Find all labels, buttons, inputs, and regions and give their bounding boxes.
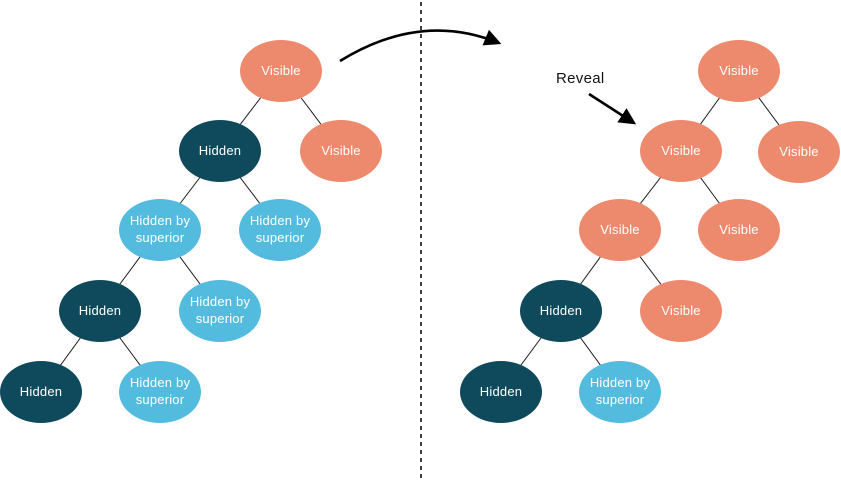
node-label: Hidden	[539, 302, 583, 318]
left-node-8: Hidden by superior	[119, 361, 201, 423]
left-node-6: Hidden by superior	[179, 280, 261, 342]
node-label: Visible	[719, 221, 759, 237]
node-label: Hidden	[19, 383, 63, 399]
left-node-3: Hidden by superior	[119, 199, 201, 261]
node-label: Hidden by superior	[189, 294, 251, 326]
left-node-7: Hidden	[0, 361, 82, 423]
transform-arrow	[339, 29, 502, 63]
right-node-2: Visible	[758, 121, 840, 183]
left-node-4: Hidden by superior	[239, 199, 321, 261]
right-node-6: Visible	[640, 280, 722, 342]
node-label: Visible	[261, 62, 301, 78]
right-node-7: Hidden	[460, 361, 542, 423]
left-node-5: Hidden	[59, 280, 141, 342]
node-label: Visible	[321, 142, 361, 158]
node-label: Visible	[719, 62, 759, 78]
node-label: Hidden by superior	[129, 375, 191, 407]
reveal-label: Reveal	[556, 70, 605, 87]
node-label: Visible	[661, 302, 701, 318]
reveal-arrow	[588, 92, 637, 125]
node-label: Visible	[661, 142, 701, 158]
node-label: Hidden	[479, 383, 523, 399]
left-node-1: Hidden	[179, 120, 261, 182]
node-label: Hidden	[198, 142, 242, 158]
node-label: Hidden by superior	[129, 213, 191, 245]
node-label: Visible	[779, 143, 819, 159]
node-label: Hidden by superior	[589, 375, 651, 407]
left-node-root: Visible	[240, 40, 322, 102]
right-node-root: Visible	[698, 40, 780, 102]
node-label: Visible	[600, 221, 640, 237]
right-node-1: Visible	[640, 120, 722, 182]
left-node-2: Visible	[300, 120, 382, 182]
right-node-5: Hidden	[520, 280, 602, 342]
right-node-4: Visible	[698, 199, 780, 261]
node-label: Hidden by superior	[249, 213, 311, 245]
right-node-3: Visible	[579, 199, 661, 261]
right-node-8: Hidden by superior	[579, 361, 661, 423]
node-label: Hidden	[78, 302, 122, 318]
